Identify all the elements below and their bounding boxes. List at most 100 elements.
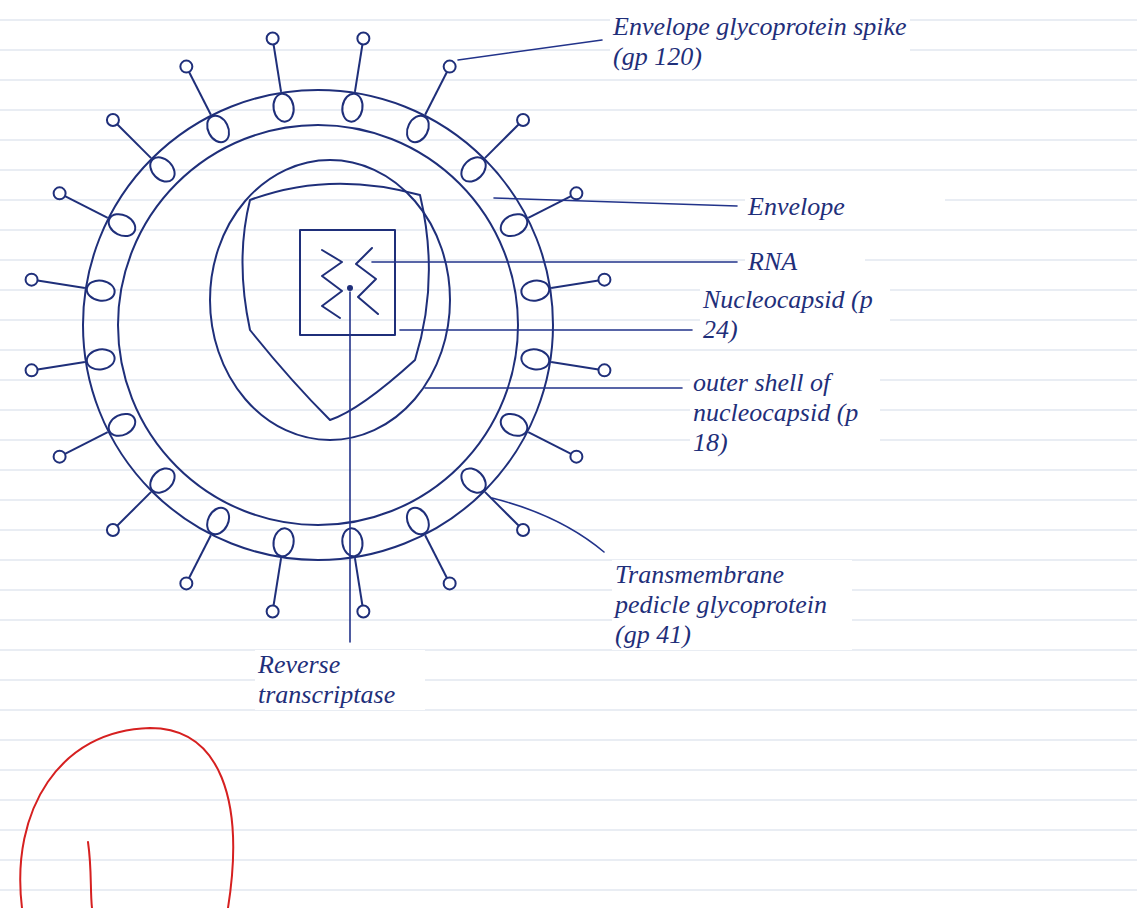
ruling-line — [0, 680, 1137, 681]
spike-stem — [117, 492, 151, 526]
spike-head — [26, 274, 38, 286]
rna-box — [300, 230, 395, 335]
glycoprotein-spike — [403, 61, 456, 146]
ruling-line — [0, 80, 1137, 81]
glycoprotein-spike — [26, 347, 117, 376]
spike-stem — [65, 196, 108, 218]
spike-base — [340, 92, 364, 123]
spike-base — [105, 210, 139, 241]
ruling-line — [0, 530, 1137, 531]
spike-stem — [485, 492, 519, 526]
spike-base — [403, 112, 434, 146]
glycoprotein-spike — [54, 187, 139, 240]
ruling-line — [0, 290, 1137, 291]
leader-line — [458, 40, 602, 60]
outer-shell — [210, 160, 450, 440]
part-label: RNA — [745, 247, 865, 277]
ruling-line — [0, 560, 1137, 561]
part-label: outer shell of nucleocapsid (p 18) — [690, 368, 880, 458]
spike-base — [520, 279, 551, 303]
ruling-line — [0, 500, 1137, 501]
spike-base — [340, 527, 364, 558]
capsid-shell — [243, 184, 429, 420]
spike-base — [272, 92, 296, 123]
glycoprotein-spike — [26, 274, 117, 303]
spike-stem — [355, 558, 363, 605]
ruling-line — [0, 350, 1137, 351]
glycoprotein-spike — [340, 33, 369, 124]
spike-head — [267, 605, 279, 617]
glycoprotein-spike — [54, 410, 139, 463]
spike-base — [272, 527, 296, 558]
spike-head — [570, 187, 582, 199]
glycoprotein-spike — [497, 410, 582, 463]
glycoprotein-spike — [497, 187, 582, 240]
ruling-line — [0, 260, 1137, 261]
enzyme-dot — [347, 285, 353, 291]
spike-head — [267, 33, 279, 45]
spike-head — [570, 451, 582, 463]
leader-line — [425, 387, 682, 389]
spike-head — [444, 577, 456, 589]
spike-head — [107, 114, 119, 126]
ruling-line — [0, 50, 1137, 51]
ruling-line — [0, 410, 1137, 411]
glycoprotein-spike — [520, 274, 611, 303]
spikes — [26, 33, 611, 618]
spike-stem — [274, 44, 282, 91]
ruling-line — [0, 110, 1137, 111]
spike-stem — [189, 535, 211, 578]
spike-base — [520, 347, 551, 371]
leader-line — [494, 198, 737, 206]
spike-base — [105, 410, 139, 441]
spike-head — [517, 114, 529, 126]
glycoprotein-spike — [403, 504, 456, 589]
ruling-line — [0, 770, 1137, 771]
spike-stem — [425, 535, 447, 578]
spike-head — [598, 364, 610, 376]
ruling-line — [0, 320, 1137, 321]
glycoprotein-spike — [340, 527, 369, 618]
spike-base — [497, 410, 531, 441]
spike-stem — [425, 72, 447, 115]
ruling-line — [0, 140, 1137, 141]
spike-head — [107, 524, 119, 536]
part-label: Nucleocapsid (p 24) — [700, 285, 890, 345]
spike-head — [54, 187, 66, 199]
teacher-mark — [88, 842, 92, 908]
spike-stem — [117, 124, 151, 158]
spike-base — [203, 112, 234, 146]
spike-head — [357, 33, 369, 45]
spike-stem — [551, 362, 598, 370]
spike-stem — [65, 432, 108, 454]
ruling-line — [0, 740, 1137, 741]
ruling-line — [0, 800, 1137, 801]
ruling-line — [0, 590, 1137, 591]
ruling-line — [0, 20, 1137, 21]
part-label: Envelope — [745, 192, 945, 222]
part-label: Reverse transcriptase — [255, 650, 425, 710]
ruling-line — [0, 620, 1137, 621]
ruling-line — [0, 440, 1137, 441]
leader-line — [349, 292, 351, 642]
glycoprotein-spike — [267, 527, 296, 618]
spike-base — [403, 504, 434, 538]
part-label: Envelope glycoprotein spike (gp 120) — [610, 12, 910, 72]
notebook-ruling — [0, 20, 1137, 890]
spike-head — [54, 451, 66, 463]
glycoprotein-spike — [520, 347, 611, 376]
ruling-line — [0, 230, 1137, 231]
spike-base — [85, 347, 116, 371]
spike-head — [598, 274, 610, 286]
glycoprotein-spike — [457, 114, 529, 186]
spike-stem — [551, 281, 598, 289]
glycoprotein-spike — [107, 114, 179, 186]
glycoprotein-spike — [267, 33, 296, 124]
ruling-line — [0, 890, 1137, 891]
glycoprotein-spike — [107, 464, 179, 536]
spike-head — [517, 524, 529, 536]
spike-stem — [189, 72, 211, 115]
spike-head — [357, 605, 369, 617]
